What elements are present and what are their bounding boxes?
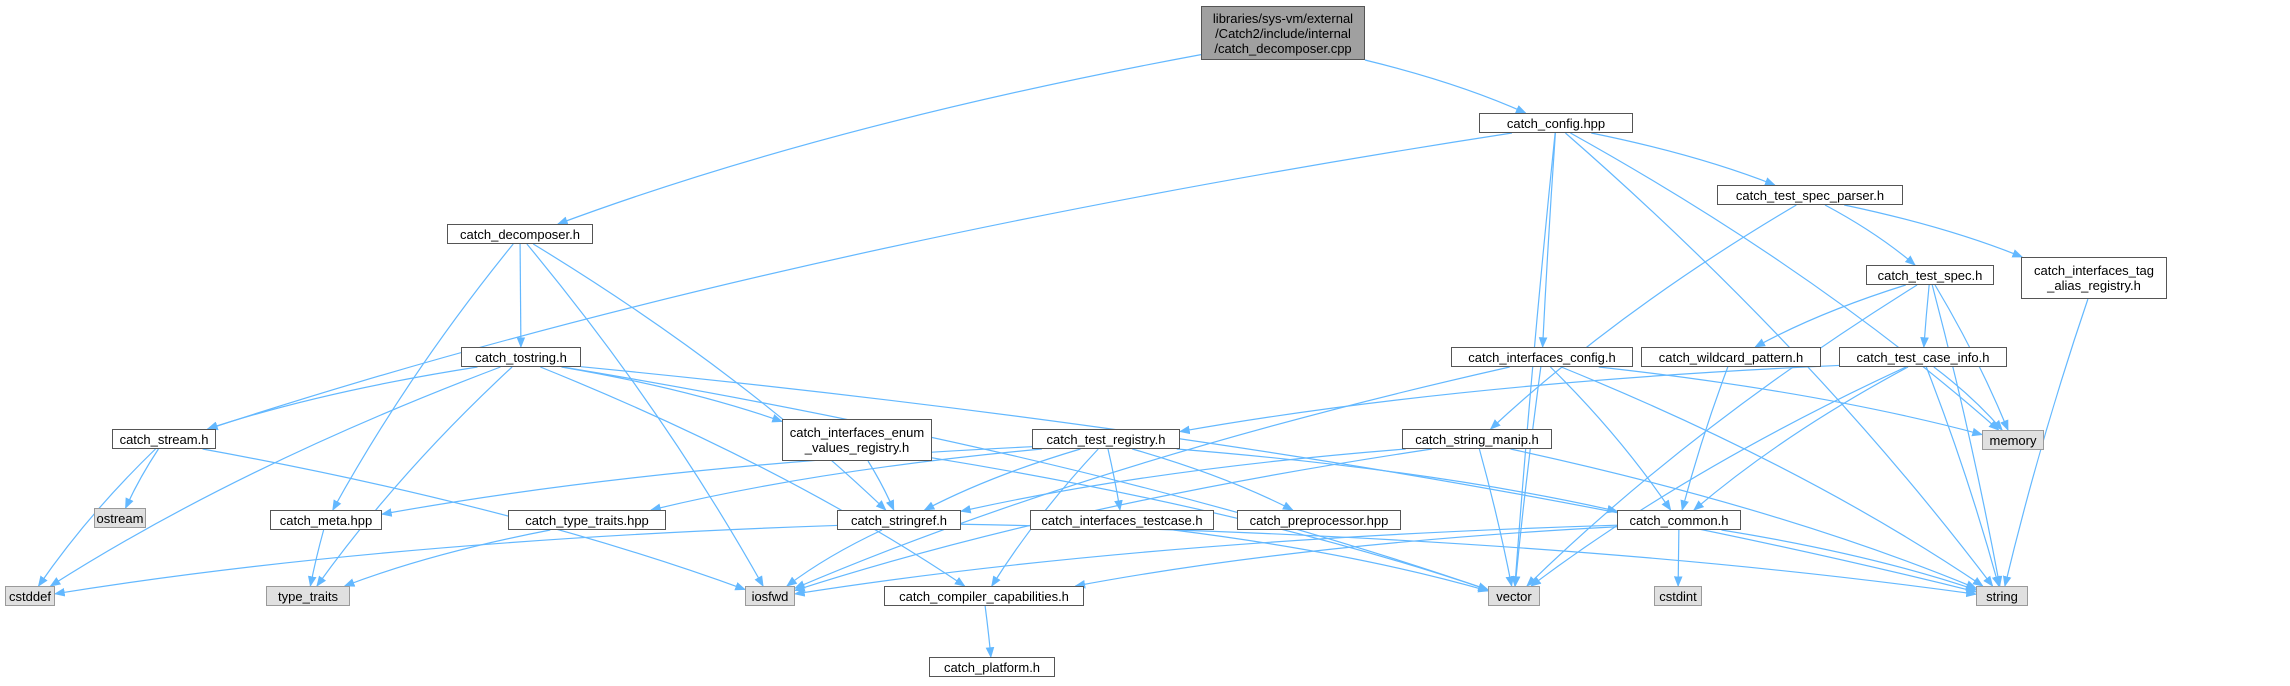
edge-catch-stream-h-to-iosfwd xyxy=(202,448,747,591)
edge-catch-tostring-h-to-cstddef xyxy=(49,366,501,587)
node-string: string xyxy=(1976,586,2028,606)
node-root: libraries/sys-vm/external /Catch2/includ… xyxy=(1201,6,1365,60)
node-catch-common-h[interactable]: catch_common.h xyxy=(1617,510,1741,530)
edge-catch-common-h-to-catch-compiler-capabilities-h xyxy=(1074,526,1618,589)
edge-catch-stream-h-to-ostream xyxy=(125,448,159,509)
edge-catch-interfaces-config-h-to-string xyxy=(1561,366,1984,587)
node-catch-compiler-capabilities-h[interactable]: catch_compiler_capabilities.h xyxy=(884,586,1084,606)
edge-root-to-catch-config-hpp xyxy=(1364,59,1527,114)
edge-catch-test-spec-h-to-vector xyxy=(1526,284,1918,587)
edge-catch-string-manip-h-to-catch-stringref-h xyxy=(959,448,1406,514)
edge-catch-decomposer-h-to-catch-stringref-h xyxy=(532,243,887,511)
node-catch-interfaces-config-h[interactable]: catch_interfaces_config.h xyxy=(1451,347,1633,367)
edge-catch-test-registry-h-to-catch-common-h xyxy=(1176,448,1619,514)
edge-catch-test-registry-h-to-catch-preprocessor-hpp xyxy=(1132,448,1294,511)
node-catch-interfaces-testcase-h[interactable]: catch_interfaces_testcase.h xyxy=(1030,510,1214,530)
edge-catch-config-hpp-to-catch-interfaces-config-h xyxy=(1538,132,1556,349)
edge-catch-test-spec-parser-h-to-catch-string-manip-h xyxy=(1489,204,1797,430)
edge-catch-test-spec-h-to-catch-test-case-info-h xyxy=(1920,284,1930,349)
edge-catch-config-hpp-to-memory xyxy=(1570,132,2000,431)
node-catch-test-case-info-h[interactable]: catch_test_case_info.h xyxy=(1839,347,2007,367)
node-catch-test-spec-parser-h[interactable]: catch_test_spec_parser.h xyxy=(1717,185,1903,205)
node-cstddef: cstddef xyxy=(5,586,55,606)
node-catch-decomposer-h[interactable]: catch_decomposer.h xyxy=(447,224,593,244)
node-catch-type-traits-hpp[interactable]: catch_type_traits.hpp xyxy=(508,510,666,530)
edge-catch-test-spec-h-to-catch-wildcard-pattern-h xyxy=(1754,284,1906,348)
edge-catch-common-h-to-string xyxy=(1721,529,1978,591)
edge-catch-compiler-capabilities-h-to-catch-platform-h xyxy=(984,605,995,659)
edge-catch-test-case-info-h-to-memory xyxy=(1933,366,2003,431)
node-catch-stream-h[interactable]: catch_stream.h xyxy=(112,429,216,449)
edge-catch-stringref-h-to-iosfwd xyxy=(786,529,883,587)
edge-catch-wildcard-pattern-h-to-catch-common-h xyxy=(1680,366,1729,512)
edge-catch-test-registry-h-to-catch-stringref-h xyxy=(923,448,1081,511)
edge-catch-interfaces-config-h-to-iosfwd xyxy=(794,366,1510,589)
edge-catch-interfaces-enum-values-registry-h-to-catch-stringref-h xyxy=(867,460,895,511)
node-ostream: ostream xyxy=(94,508,146,528)
edge-catch-common-h-to-iosfwd xyxy=(793,524,1618,597)
node-catch-config-hpp[interactable]: catch_config.hpp xyxy=(1479,113,1633,133)
edge-catch-test-registry-h-to-catch-type-traits-hpp xyxy=(650,448,1042,512)
edge-catch-type-traits-hpp-to-type-traits xyxy=(343,529,551,587)
edge-catch-tostring-h-to-catch-stream-h xyxy=(206,366,478,431)
edge-catch-interfaces-enum-values-registry-h-to-vector xyxy=(931,457,1490,591)
edge-catch-test-case-info-h-to-string xyxy=(1925,366,2001,588)
edge-catch-interfaces-config-h-to-catch-common-h xyxy=(1549,366,1672,511)
edge-catch-common-h-to-cstdint xyxy=(1673,529,1683,588)
node-catch-interfaces-enum-values-registry-h[interactable]: catch_interfaces_enum _values_registry.h xyxy=(782,419,932,461)
edge-catch-tostring-h-to-type-traits xyxy=(316,366,513,587)
edge-catch-tostring-h-to-vector xyxy=(562,366,1490,591)
node-memory: memory xyxy=(1982,430,2044,450)
edge-catch-config-hpp-to-catch-test-spec-parser-h xyxy=(1591,132,1776,186)
node-catch-meta-hpp[interactable]: catch_meta.hpp xyxy=(270,510,382,530)
edge-catch-stringref-h-to-cstddef xyxy=(53,524,838,597)
node-catch-platform-h[interactable]: catch_platform.h xyxy=(929,657,1055,677)
edge-catch-decomposer-h-to-catch-meta-hpp xyxy=(332,243,514,511)
edge-catch-test-case-info-h-to-vector xyxy=(1530,366,1907,587)
edge-catch-test-registry-h-to-catch-meta-hpp xyxy=(380,446,1033,517)
node-catch-string-manip-h[interactable]: catch_string_manip.h xyxy=(1402,429,1552,449)
edge-catch-string-manip-h-to-string xyxy=(1510,448,1977,589)
edge-catch-tostring-h-to-catch-interfaces-enum-values-registry-h xyxy=(561,366,784,423)
edge-catch-stream-h-to-cstddef xyxy=(37,448,156,587)
edge-catch-test-case-info-h-to-catch-common-h xyxy=(1693,366,1909,511)
edge-catch-interfaces-config-h-to-vector xyxy=(1511,366,1542,588)
edge-catch-string-manip-h-to-vector xyxy=(1478,448,1515,588)
edge-catch-interfaces-config-h-to-memory xyxy=(1598,366,1984,437)
node-vector: vector xyxy=(1488,586,1540,606)
edge-catch-config-hpp-to-catch-stream-h xyxy=(207,132,1513,431)
node-cstdint: cstdint xyxy=(1654,586,1702,606)
node-iosfwd: iosfwd xyxy=(745,586,795,606)
edge-catch-decomposer-h-to-iosfwd xyxy=(526,243,764,587)
node-catch-test-spec-h[interactable]: catch_test_spec.h xyxy=(1866,265,1994,285)
edge-catch-test-case-info-h-to-catch-test-registry-h xyxy=(1178,364,1840,435)
edge-catch-test-spec-h-to-string xyxy=(1931,284,2003,588)
edge-catch-meta-hpp-to-type-traits xyxy=(308,529,325,588)
edge-catch-interfaces-testcase-h-to-vector xyxy=(1173,529,1490,593)
edge-catch-tostring-h-to-string xyxy=(580,366,1978,594)
edge-catch-test-spec-parser-h-to-catch-interfaces-tag-alias-registry-h xyxy=(1844,204,2024,258)
node-catch-test-registry-h[interactable]: catch_test_registry.h xyxy=(1032,429,1180,449)
edge-catch-test-spec-parser-h-to-catch-test-spec-h xyxy=(1824,204,1916,266)
node-catch-stringref-h[interactable]: catch_stringref.h xyxy=(837,510,961,530)
edge-catch-tostring-h-to-catch-compiler-capabilities-h xyxy=(540,366,966,587)
node-catch-wildcard-pattern-h[interactable]: catch_wildcard_pattern.h xyxy=(1641,347,1821,367)
edge-root-to-catch-decomposer-h xyxy=(556,54,1202,225)
node-catch-tostring-h[interactable]: catch_tostring.h xyxy=(461,347,581,367)
edge-catch-decomposer-h-to-catch-tostring-h xyxy=(516,243,526,349)
node-type-traits: type_traits xyxy=(266,586,350,606)
node-catch-preprocessor-hpp[interactable]: catch_preprocessor.hpp xyxy=(1237,510,1401,530)
node-catch-interfaces-tag-alias-registry-h[interactable]: catch_interfaces_tag _alias_registry.h xyxy=(2021,257,2167,299)
